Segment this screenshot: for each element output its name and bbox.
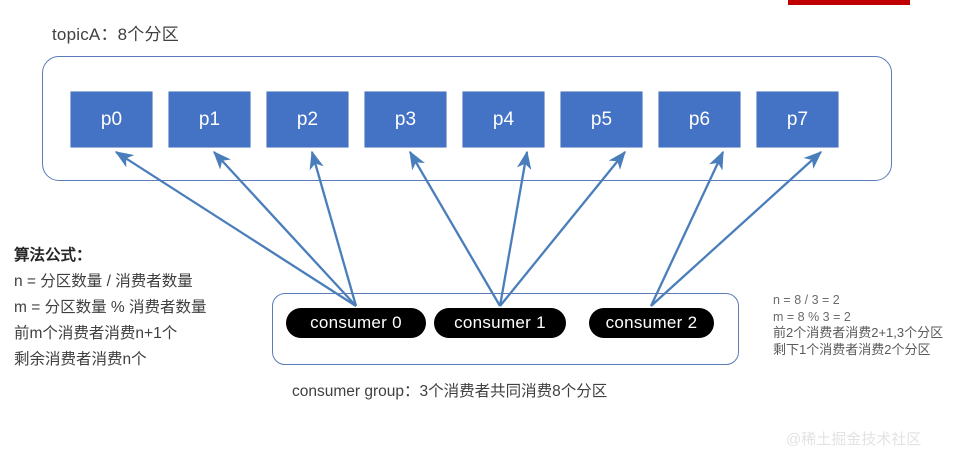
note-line-2: 前2个消费者消费2+1,3个分区: [773, 325, 944, 340]
algorithm-block: 算法公式： n = 分区数量 / 消费者数量 m = 分区数量 % 消费者数量 …: [14, 243, 264, 373]
partition-p1[interactable]: p1: [169, 92, 250, 147]
note-line-3: 剩下1个消费者消费2个分区: [773, 341, 931, 357]
computed-notes-block: n = 8 / 3 = 2 m = 8 % 3 = 2 前2个消费者消费2+1,…: [773, 292, 963, 358]
algorithm-title: 算法公式：: [14, 247, 92, 264]
partition-p0[interactable]: p0: [71, 92, 152, 147]
consumer-1[interactable]: consumer 1: [434, 308, 566, 338]
partition-p4[interactable]: p4: [463, 92, 544, 147]
consumer-group-caption: consumer group：3个消费者共同消费8个分区: [292, 383, 608, 400]
algorithm-line-1: m = 分区数量 % 消费者数量: [14, 299, 207, 316]
accent-bar: [788, 0, 910, 5]
partition-p2[interactable]: p2: [267, 92, 348, 147]
algorithm-line-0: n = 分区数量 / 消费者数量: [14, 273, 193, 290]
consumer-group-container: [272, 293, 739, 365]
partition-p5[interactable]: p5: [561, 92, 642, 147]
partition-p3[interactable]: p3: [365, 92, 446, 147]
note-line-1: m = 8 % 3 = 2: [773, 309, 851, 324]
consumer-0[interactable]: consumer 0: [286, 308, 426, 338]
partition-p6[interactable]: p6: [659, 92, 740, 147]
note-line-0: n = 8 / 3 = 2: [773, 293, 840, 307]
partition-p7[interactable]: p7: [757, 92, 838, 147]
consumer-2[interactable]: consumer 2: [589, 308, 714, 338]
watermark: @稀土掘金技术社区: [786, 431, 922, 448]
algorithm-line-3: 剩余消费者消费n个: [14, 351, 147, 368]
topic-title: topicA：8个分区: [52, 25, 179, 44]
algorithm-line-2: 前m个消费者消费n+1个: [14, 325, 178, 342]
